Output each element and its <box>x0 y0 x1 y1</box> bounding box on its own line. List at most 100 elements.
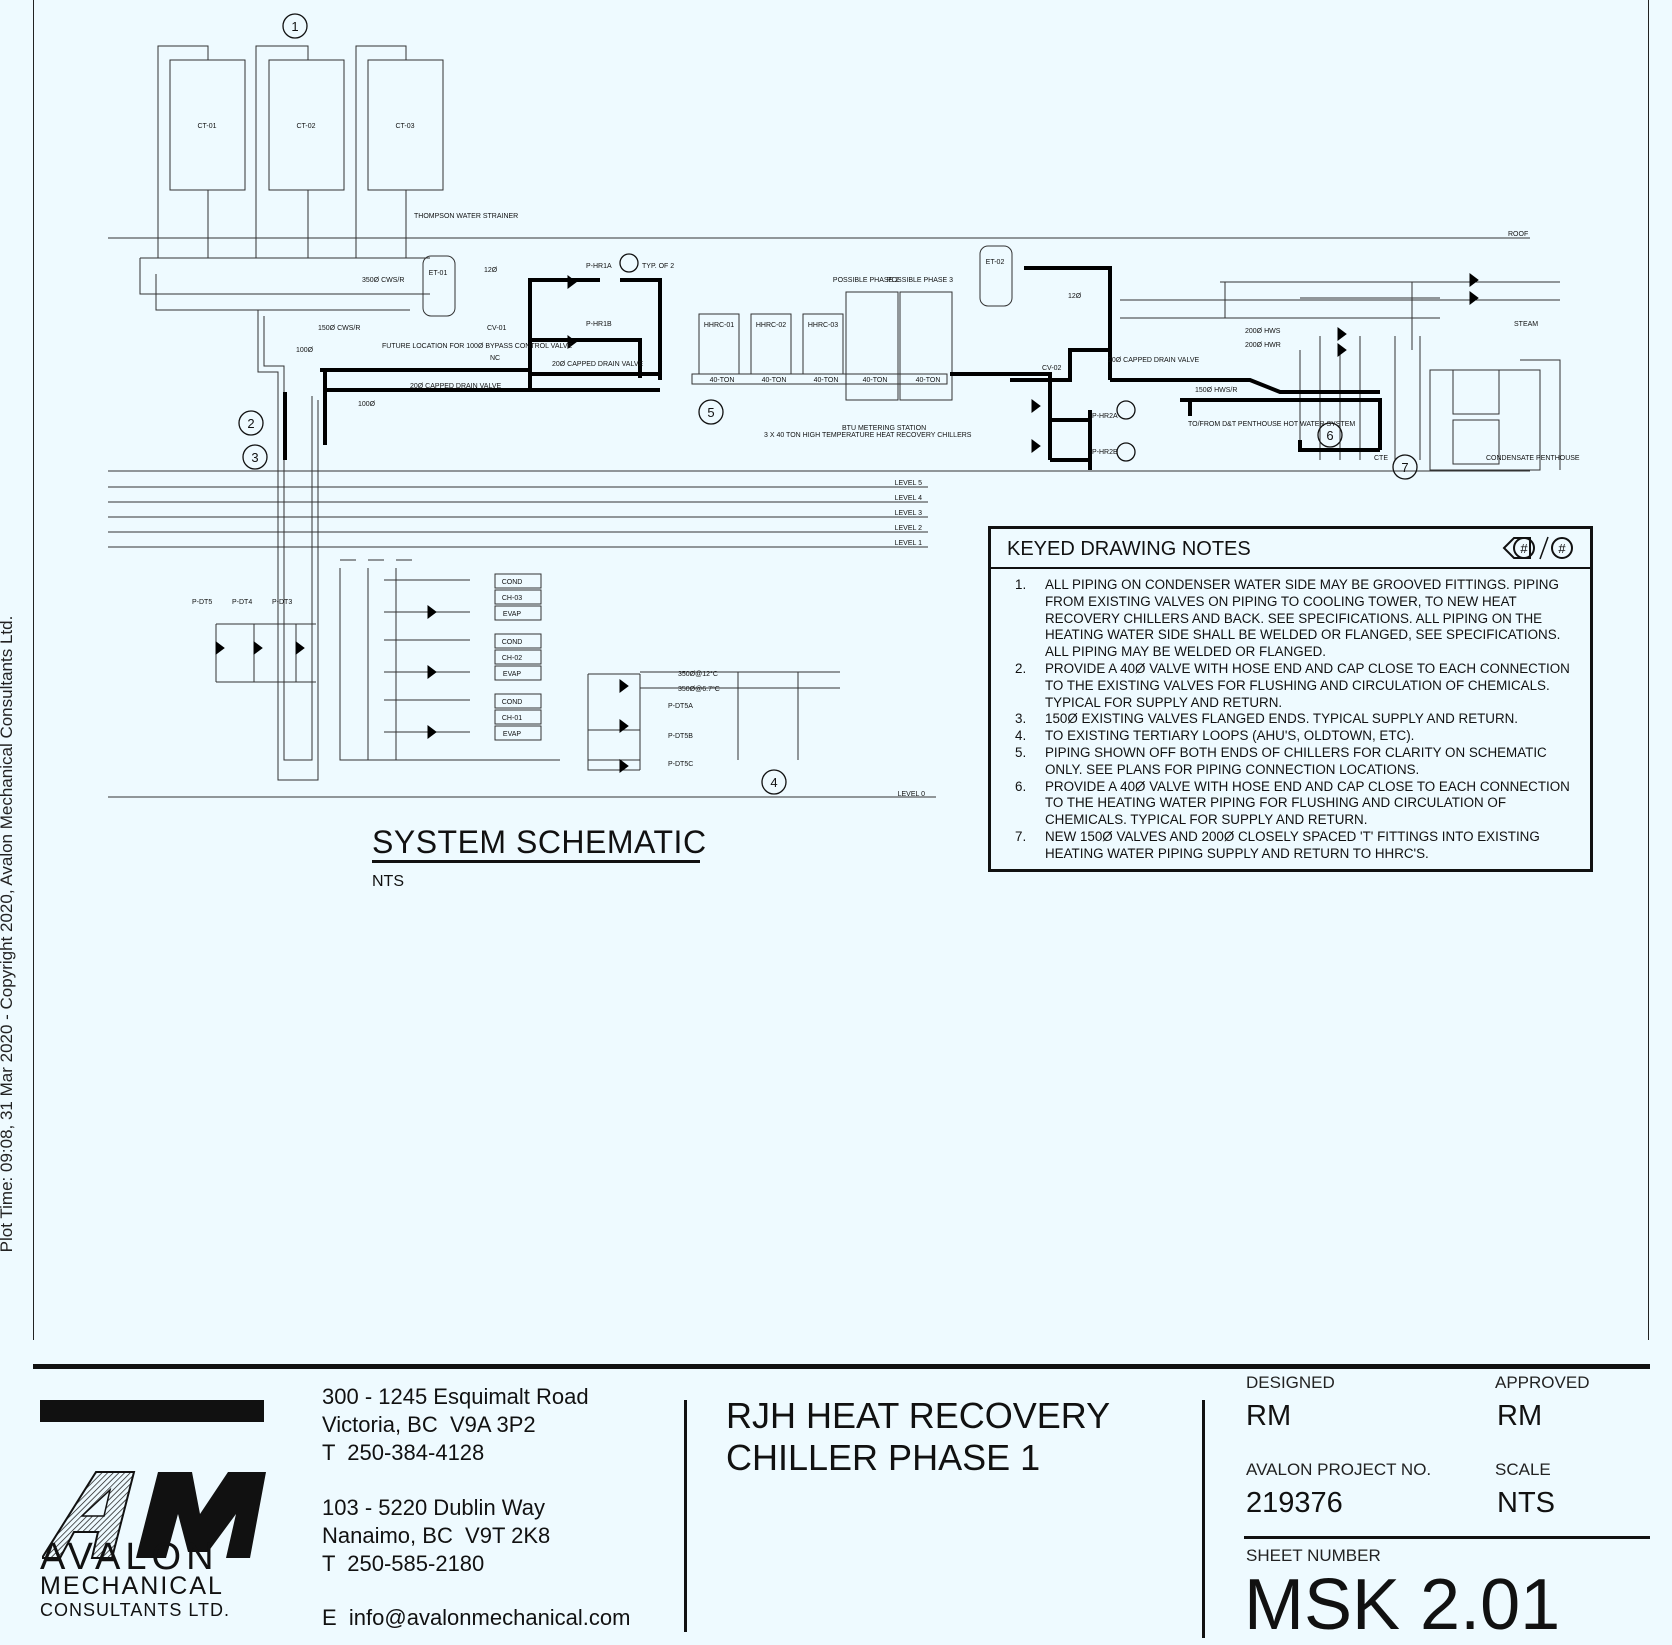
drain-label-2: 20Ø CAPPED DRAIN VALVE <box>552 361 643 368</box>
strainer-label: THOMPSON WATER STRAINER <box>414 213 518 220</box>
key-5-label: 5 <box>707 405 714 420</box>
key-4-label: 4 <box>770 775 777 790</box>
cv01-label: CV-01 <box>487 325 507 332</box>
key-7-label: 7 <box>1401 460 1408 475</box>
keyed-note-5: 5.PIPING SHOWN OFF BOTH ENDS OF CHILLERS… <box>1015 744 1547 777</box>
keyed-notes-box: KEYED DRAWING NOTES # # 1.ALL PIPING ON … <box>988 526 1593 872</box>
sheet-number-rule <box>1244 1536 1650 1539</box>
keyed-note-4: 4.TO EXISTING TERTIARY LOOPS (AHU'S, OLD… <box>1015 728 1415 744</box>
hws200-label: 200Ø HWS <box>1245 328 1281 335</box>
pump-phr2a-label: P-HR2A <box>1092 413 1118 420</box>
hwsr150-label: 150Ø HWS/R <box>1195 387 1237 394</box>
approved-label: APPROVED <box>1495 1373 1590 1392</box>
key-2-label: 2 <box>247 416 254 431</box>
sheet-number-value: MSK 2.01 <box>1244 1565 1561 1645</box>
keyed-symbol-right: # <box>1558 541 1566 556</box>
cooling-tower-ct02 <box>268 59 345 191</box>
roof-label: ROOF <box>1508 231 1528 238</box>
pipe-120-label-b: 12Ø <box>1068 293 1082 300</box>
keyed-notes-list: 1.ALL PIPING ON CONDENSER WATER SIDE MAY… <box>1015 577 1575 863</box>
condenser-ch03 <box>494 573 542 589</box>
pump-phr1a-label: P-HR1A <box>586 263 612 270</box>
level2-label: LEVEL 2 <box>895 525 922 532</box>
cv02-label: CV-02 <box>1042 365 1062 372</box>
scale-label: SCALE <box>1495 1460 1551 1479</box>
level0-label: LEVEL 0 <box>898 791 925 798</box>
cond-ch03-label: COND <box>502 579 523 586</box>
scale-value: NTS <box>1497 1487 1555 1519</box>
level3-label: LEVEL 3 <box>895 510 922 517</box>
steam-label: STEAM <box>1514 321 1538 328</box>
drain-label-1: 20Ø CAPPED DRAIN VALVE <box>410 383 501 390</box>
pump-pdt3-label: P-DT3 <box>272 599 292 606</box>
condenser-ch01 <box>494 693 542 709</box>
evap-ch03-label: EVAP <box>503 611 521 618</box>
logo-text-mechanical: MECHANICAL <box>40 1572 224 1600</box>
btu-label: BTU METERING STATION <box>842 425 926 432</box>
sheet-border-left <box>33 0 34 1340</box>
system-schematic-diagram: 1 2 3 4 5 6 7 CT-01 CT-02 CT-03 ET-01 ET… <box>108 13 1580 798</box>
heat-exchanger-top <box>1452 369 1500 415</box>
key-6 <box>1317 422 1343 448</box>
evap-ch01-label: EVAP <box>503 731 521 738</box>
phase3-label: POSSIBLE PHASE 3 <box>887 277 953 284</box>
keyed-notes-header: KEYED DRAWING NOTES # # <box>991 529 1590 569</box>
schematic-title-underline <box>372 860 700 863</box>
ct02-label: CT-02 <box>296 123 315 130</box>
key-7 <box>1392 454 1418 480</box>
expansion-tank-et02 <box>979 245 1013 307</box>
keyed-notes-title: KEYED DRAWING NOTES <box>1007 538 1251 560</box>
key-4 <box>761 769 787 795</box>
key-1 <box>282 13 308 39</box>
condensate-label: CONDENSATE PENTHOUSE <box>1486 455 1580 462</box>
hhrc01-label: HHRC-01 <box>704 322 734 329</box>
keyed-note-2: 2.PROVIDE A 40Ø VALVE WITH HOSE END AND … <box>1015 660 1570 710</box>
hhrc02-label: HHRC-02 <box>756 322 786 329</box>
et01-label: ET-01 <box>429 270 448 277</box>
keyed-note-7: 7.NEW 150Ø VALVES AND 200Ø CLOSELY SPACE… <box>1015 828 1540 861</box>
evaporator-ch03 <box>494 605 542 621</box>
keyed-symbol-left: # <box>1520 541 1528 556</box>
drain-label-3: 20Ø CAPPED DRAIN VALVE <box>1108 357 1199 364</box>
keyed-note-1: 1.ALL PIPING ON CONDENSER WATER SIDE MAY… <box>1015 577 1561 660</box>
office-email: E info@avalonmechanical.com <box>322 1605 631 1630</box>
level1-label: LEVEL 1 <box>895 540 922 547</box>
key-1-label: 1 <box>291 19 298 34</box>
level4-label: LEVEL 4 <box>895 495 922 502</box>
cte-label: CTE <box>1374 455 1388 462</box>
ct01-label: CT-01 <box>197 123 216 130</box>
company-logo-mark <box>42 1471 266 1559</box>
evap-ch02-label: EVAP <box>503 671 521 678</box>
key-5 <box>698 399 724 425</box>
logo-text-avalon: AVALON <box>40 1536 219 1578</box>
ton-label-2: 40-TON <box>762 377 787 384</box>
project-no-value: 219376 <box>1246 1487 1343 1519</box>
key-2 <box>238 410 264 436</box>
logo-text-consultants: CONSULTANTS LTD. <box>40 1600 231 1620</box>
title-block-rule <box>33 1364 1650 1369</box>
schematic-scale: NTS <box>372 873 404 890</box>
key-3 <box>242 444 268 470</box>
cond-ch02-label: COND <box>502 639 523 646</box>
keyed-note-symbol-icon: # # <box>1502 536 1573 560</box>
penthouse-label: TO/FROM D&T PENTHOUSE HOT WATER SYSTEM <box>1188 421 1355 428</box>
pump-pdt5c-label: P-DT5C <box>668 761 693 768</box>
ch01-label: CH-01 <box>502 715 522 722</box>
expansion-tank-et01 <box>422 255 456 317</box>
phase2-unit <box>845 291 899 401</box>
keyed-note-6: 6.PROVIDE A 40Ø VALVE WITH HOSE END AND … <box>1015 778 1570 828</box>
pipe-120-label-a: 12Ø <box>484 267 498 274</box>
hhrc03-label: HHRC-03 <box>808 322 838 329</box>
chillers-note-label: 3 X 40 TON HIGH TEMPERATURE HEAT RECOVER… <box>764 432 972 439</box>
pump-pdt5b-label: P-DT5B <box>668 733 693 740</box>
pump-phr2b-label: P-HR2B <box>1092 449 1118 456</box>
title-divider-2 <box>1202 1400 1205 1638</box>
sheet-number-label: SHEET NUMBER <box>1246 1546 1381 1565</box>
pipe-100-label-b: 100Ø <box>358 401 376 408</box>
pump-phr1b-label: P-HR1B <box>586 321 612 328</box>
ch02-label: CH-02 <box>502 655 522 662</box>
hwr200-label: 200Ø HWR <box>1245 342 1281 349</box>
